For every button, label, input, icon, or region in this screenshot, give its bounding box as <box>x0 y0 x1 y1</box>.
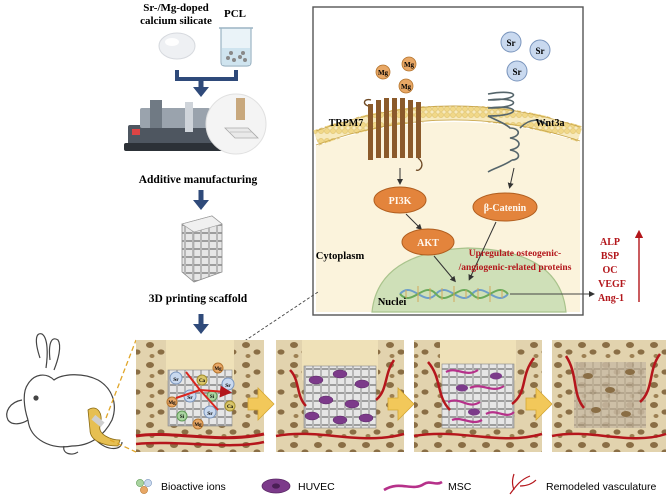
scaffold-icon <box>181 215 223 283</box>
workflow-column: Sr-/Mg-doped calcium silicate PCL <box>124 2 267 334</box>
powder-icon <box>158 32 196 60</box>
trpm7-channel <box>363 98 423 171</box>
pi3k-node <box>373 186 427 214</box>
outcome-line2: /angiogenic-related proteins <box>458 263 572 273</box>
svg-text:Sr: Sr <box>187 395 193 401</box>
svg-text:Mg: Mg <box>378 69 389 77</box>
legend-msc-icon <box>383 480 443 492</box>
catenin-node <box>472 192 538 222</box>
bone-panel-2 <box>275 340 405 452</box>
svg-text:Sr: Sr <box>173 377 179 383</box>
pcl-label: PCL <box>224 8 246 20</box>
beaker-icon <box>219 27 253 67</box>
material-label-line2: calcium silicate <box>140 15 212 27</box>
outcome-line1: Upregulate osteogenic- <box>469 249 561 259</box>
svg-text:Ang-1: Ang-1 <box>598 293 624 304</box>
svg-text:Sr: Sr <box>513 67 522 77</box>
stage-arrow-3 <box>525 387 553 421</box>
merge-arrow <box>175 70 238 81</box>
trpm7-label: TRPM7 <box>329 118 363 129</box>
down-arrow-3 <box>193 324 209 334</box>
down-arrow-2 <box>193 200 209 210</box>
stage-arrow-2 <box>387 387 415 421</box>
ion-cluster: Sr Sr Sr Sr Mg Mg Mg Ca Ca Si Si <box>166 362 236 430</box>
svg-text:ALP: ALP <box>600 237 620 248</box>
svg-text:Ca: Ca <box>227 405 234 410</box>
svg-text:VEGF: VEGF <box>598 279 626 290</box>
bone-panel-3 <box>413 340 543 452</box>
svg-text:Mg: Mg <box>404 61 415 69</box>
svg-text:Si: Si <box>180 415 185 420</box>
dna-helix <box>399 286 509 302</box>
svg-text:Mg: Mg <box>401 83 412 91</box>
material-label-line1: Sr-/Mg-doped <box>143 2 209 14</box>
svg-text:Sr: Sr <box>225 383 231 389</box>
bone-panel-4 <box>551 340 667 452</box>
svg-text:Mg: Mg <box>214 367 222 372</box>
svg-text:Sr: Sr <box>536 46 545 56</box>
legend-vasculature-label: Remodeled vasculature <box>546 481 656 493</box>
svg-text:BSP: BSP <box>601 251 619 262</box>
svg-text:Sr: Sr <box>507 38 516 48</box>
legend: Bioactive ions HUVEC MSC Remodeled vascu… <box>136 473 656 495</box>
svg-text:OC: OC <box>603 265 618 276</box>
svg-text:Ca: Ca <box>199 379 206 384</box>
legend-vasculature-icon <box>509 473 537 495</box>
wnt3a-receptor <box>487 91 549 173</box>
svg-text:Mg: Mg <box>168 401 176 406</box>
printer-icon <box>124 93 267 155</box>
legend-ions-label: Bioactive ions <box>161 481 226 493</box>
wnt3a-label: Wnt3a <box>536 118 565 129</box>
pathway-panel: Mg Mg Mg TRPM7 Sr Sr Sr <box>312 6 595 316</box>
svg-text:β-Catenin: β-Catenin <box>484 203 527 214</box>
legend-msc-label: MSC <box>448 481 472 493</box>
legend-ions-icon <box>136 479 152 494</box>
svg-text:AKT: AKT <box>417 238 439 249</box>
stage-arrow-1 <box>247 387 275 421</box>
cytoplasm-label: Cytoplasm <box>316 251 365 262</box>
svg-text:Mg: Mg <box>194 423 202 428</box>
bone-panel-1: Sr Sr Sr Sr Mg Mg Mg Ca Ca Si Si <box>135 340 265 452</box>
nuclei-label: Nuclei <box>378 297 407 308</box>
step-additive-label: Additive manufacturing <box>139 174 258 186</box>
svg-text:PI3K: PI3K <box>389 196 412 207</box>
legend-huvec-label: HUVEC <box>298 481 335 493</box>
svg-text:Sr: Sr <box>207 411 213 417</box>
mg-ions: Mg Mg Mg <box>375 56 417 94</box>
sr-ions: Sr Sr Sr <box>500 31 551 82</box>
akt-node <box>401 228 455 256</box>
protein-list: ALP BSP OC VEGF Ang-1 <box>598 229 644 304</box>
step-scaffold-label: 3D printing scaffold <box>149 293 248 305</box>
svg-text:Si: Si <box>210 395 215 400</box>
